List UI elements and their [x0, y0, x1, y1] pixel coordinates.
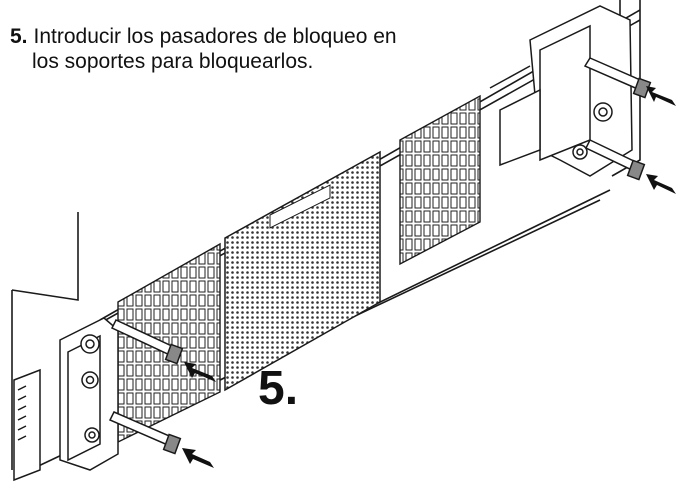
right-bracket — [489, 5, 633, 177]
step-number: 5. — [10, 25, 28, 48]
arrow-icons — [182, 86, 676, 468]
instruction-text: 5.Introducir los pasadores de bloqueo en… — [10, 24, 490, 74]
instruction-line-2: los soportes para bloquearlos. — [32, 50, 314, 73]
instruction-line-1: Introducir los pasadores de bloqueo en — [33, 25, 397, 48]
figure-step-label: 5. — [258, 362, 299, 415]
left-bracket — [13, 317, 119, 482]
locking-pins — [108, 57, 652, 455]
arrow-icon — [184, 362, 216, 382]
arrow-icon — [646, 86, 676, 106]
left-grille — [117, 242, 221, 444]
mesh-panel — [224, 150, 381, 392]
arrow-icon — [646, 174, 676, 194]
right-grille — [399, 94, 481, 266]
arrow-icon — [182, 448, 214, 468]
